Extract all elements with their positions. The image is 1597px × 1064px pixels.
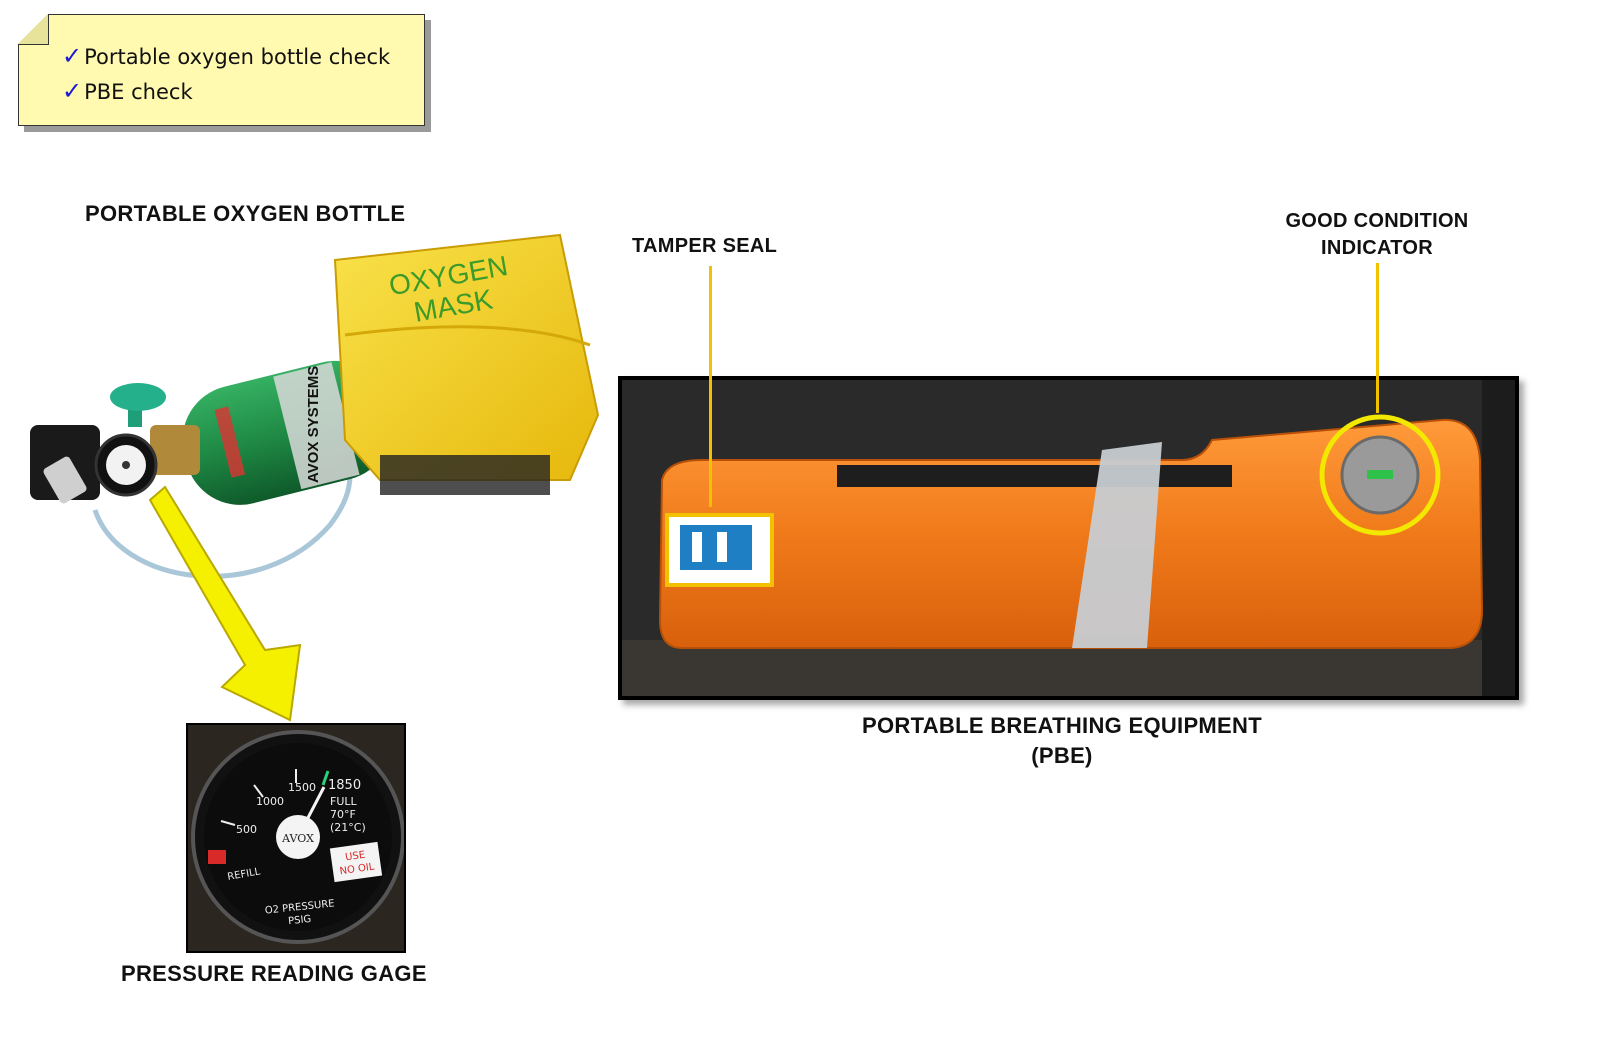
label-line: PORTABLE BREATHING EQUIPMENT — [862, 713, 1262, 738]
tick-label: 500 — [236, 823, 257, 836]
checkmark-icon: ✓ — [62, 77, 83, 105]
refill-mark — [208, 850, 226, 864]
green-knob — [110, 383, 166, 411]
full-text-line1: FULL — [330, 795, 358, 808]
handle-slot — [837, 465, 1232, 487]
tick-label: 1000 — [256, 795, 284, 808]
checklist-item-pbe: ✓PBE check — [62, 77, 193, 105]
good-condition-indicator-label: GOOD CONDITION INDICATOR — [1272, 208, 1482, 262]
tamper-seal-leader-line — [709, 266, 712, 507]
indicator-highlight-ring — [1319, 414, 1441, 536]
use-no-oil-line2: NO OIL — [339, 861, 376, 877]
gage-brand: AVOX — [281, 832, 314, 845]
pbe-caption: PORTABLE BREATHING EQUIPMENT (PBE) — [822, 711, 1302, 771]
compartment-wall — [1482, 380, 1515, 696]
use-no-oil-line1: USE — [345, 850, 366, 864]
tick-label: 1850 — [328, 778, 361, 793]
checklist-item-label: PBE check — [84, 80, 193, 104]
retaining-strap — [1072, 442, 1162, 648]
oxygen-bottle-label: PORTABLE OXYGEN BOTTLE — [85, 201, 406, 226]
full-text-line3: (21°C) — [330, 821, 366, 834]
pbe-illustration — [622, 380, 1515, 696]
valve-brass — [150, 425, 200, 475]
tamper-seal-sticker — [680, 525, 752, 570]
pressure-gage-photo: 500 1000 1500 1850 FULL 70°F (21°C) AVOX… — [186, 723, 406, 953]
full-mark — [321, 770, 330, 786]
callout-arrow — [148, 485, 302, 722]
note-folded-corner — [18, 14, 49, 45]
mini-gage-center — [122, 461, 130, 469]
outlet-fitting — [43, 456, 87, 504]
label-line: (PBE) — [1031, 743, 1093, 768]
units-line2: PSIG — [288, 914, 312, 927]
compartment-floor — [622, 640, 1515, 696]
indicator-leader-line — [1376, 263, 1379, 413]
seal-mark — [717, 532, 727, 562]
checklist-note — [18, 14, 425, 126]
label-line: GOOD CONDITION — [1285, 210, 1469, 232]
oxygen-cylinder — [182, 360, 393, 505]
checkmark-icon: ✓ — [62, 42, 83, 70]
label-line: INDICATOR — [1321, 237, 1433, 259]
indicator-green-mark — [1367, 470, 1393, 479]
full-text-line2: 70°F — [330, 808, 356, 821]
tick-label: 1500 — [288, 781, 316, 794]
seal-mark — [692, 532, 702, 562]
oxygen-bottle-illustration: AVOX SYSTEMS OXYGEN MASK — [30, 233, 600, 722]
hose — [92, 474, 353, 579]
gage-hub — [276, 815, 320, 859]
tick-mark — [253, 784, 264, 798]
use-no-oil-sticker — [329, 841, 383, 883]
tamper-seal-label: TAMPER SEAL — [632, 235, 778, 257]
tick-mark — [220, 820, 236, 826]
pbe-photo — [618, 376, 1519, 700]
checklist-item-oxygen-bottle: ✓Portable oxygen bottle check — [62, 42, 390, 70]
brand-text: AVOX SYSTEMS — [305, 366, 322, 483]
checklist-item-label: Portable oxygen bottle check — [84, 45, 391, 69]
oxygen-mask-pouch: OXYGEN MASK — [333, 233, 600, 495]
pressure-gage-dial: 500 1000 1500 1850 FULL 70°F (21°C) AVOX… — [188, 725, 404, 951]
pressure-gage-label: PRESSURE READING GAGE — [121, 961, 427, 986]
